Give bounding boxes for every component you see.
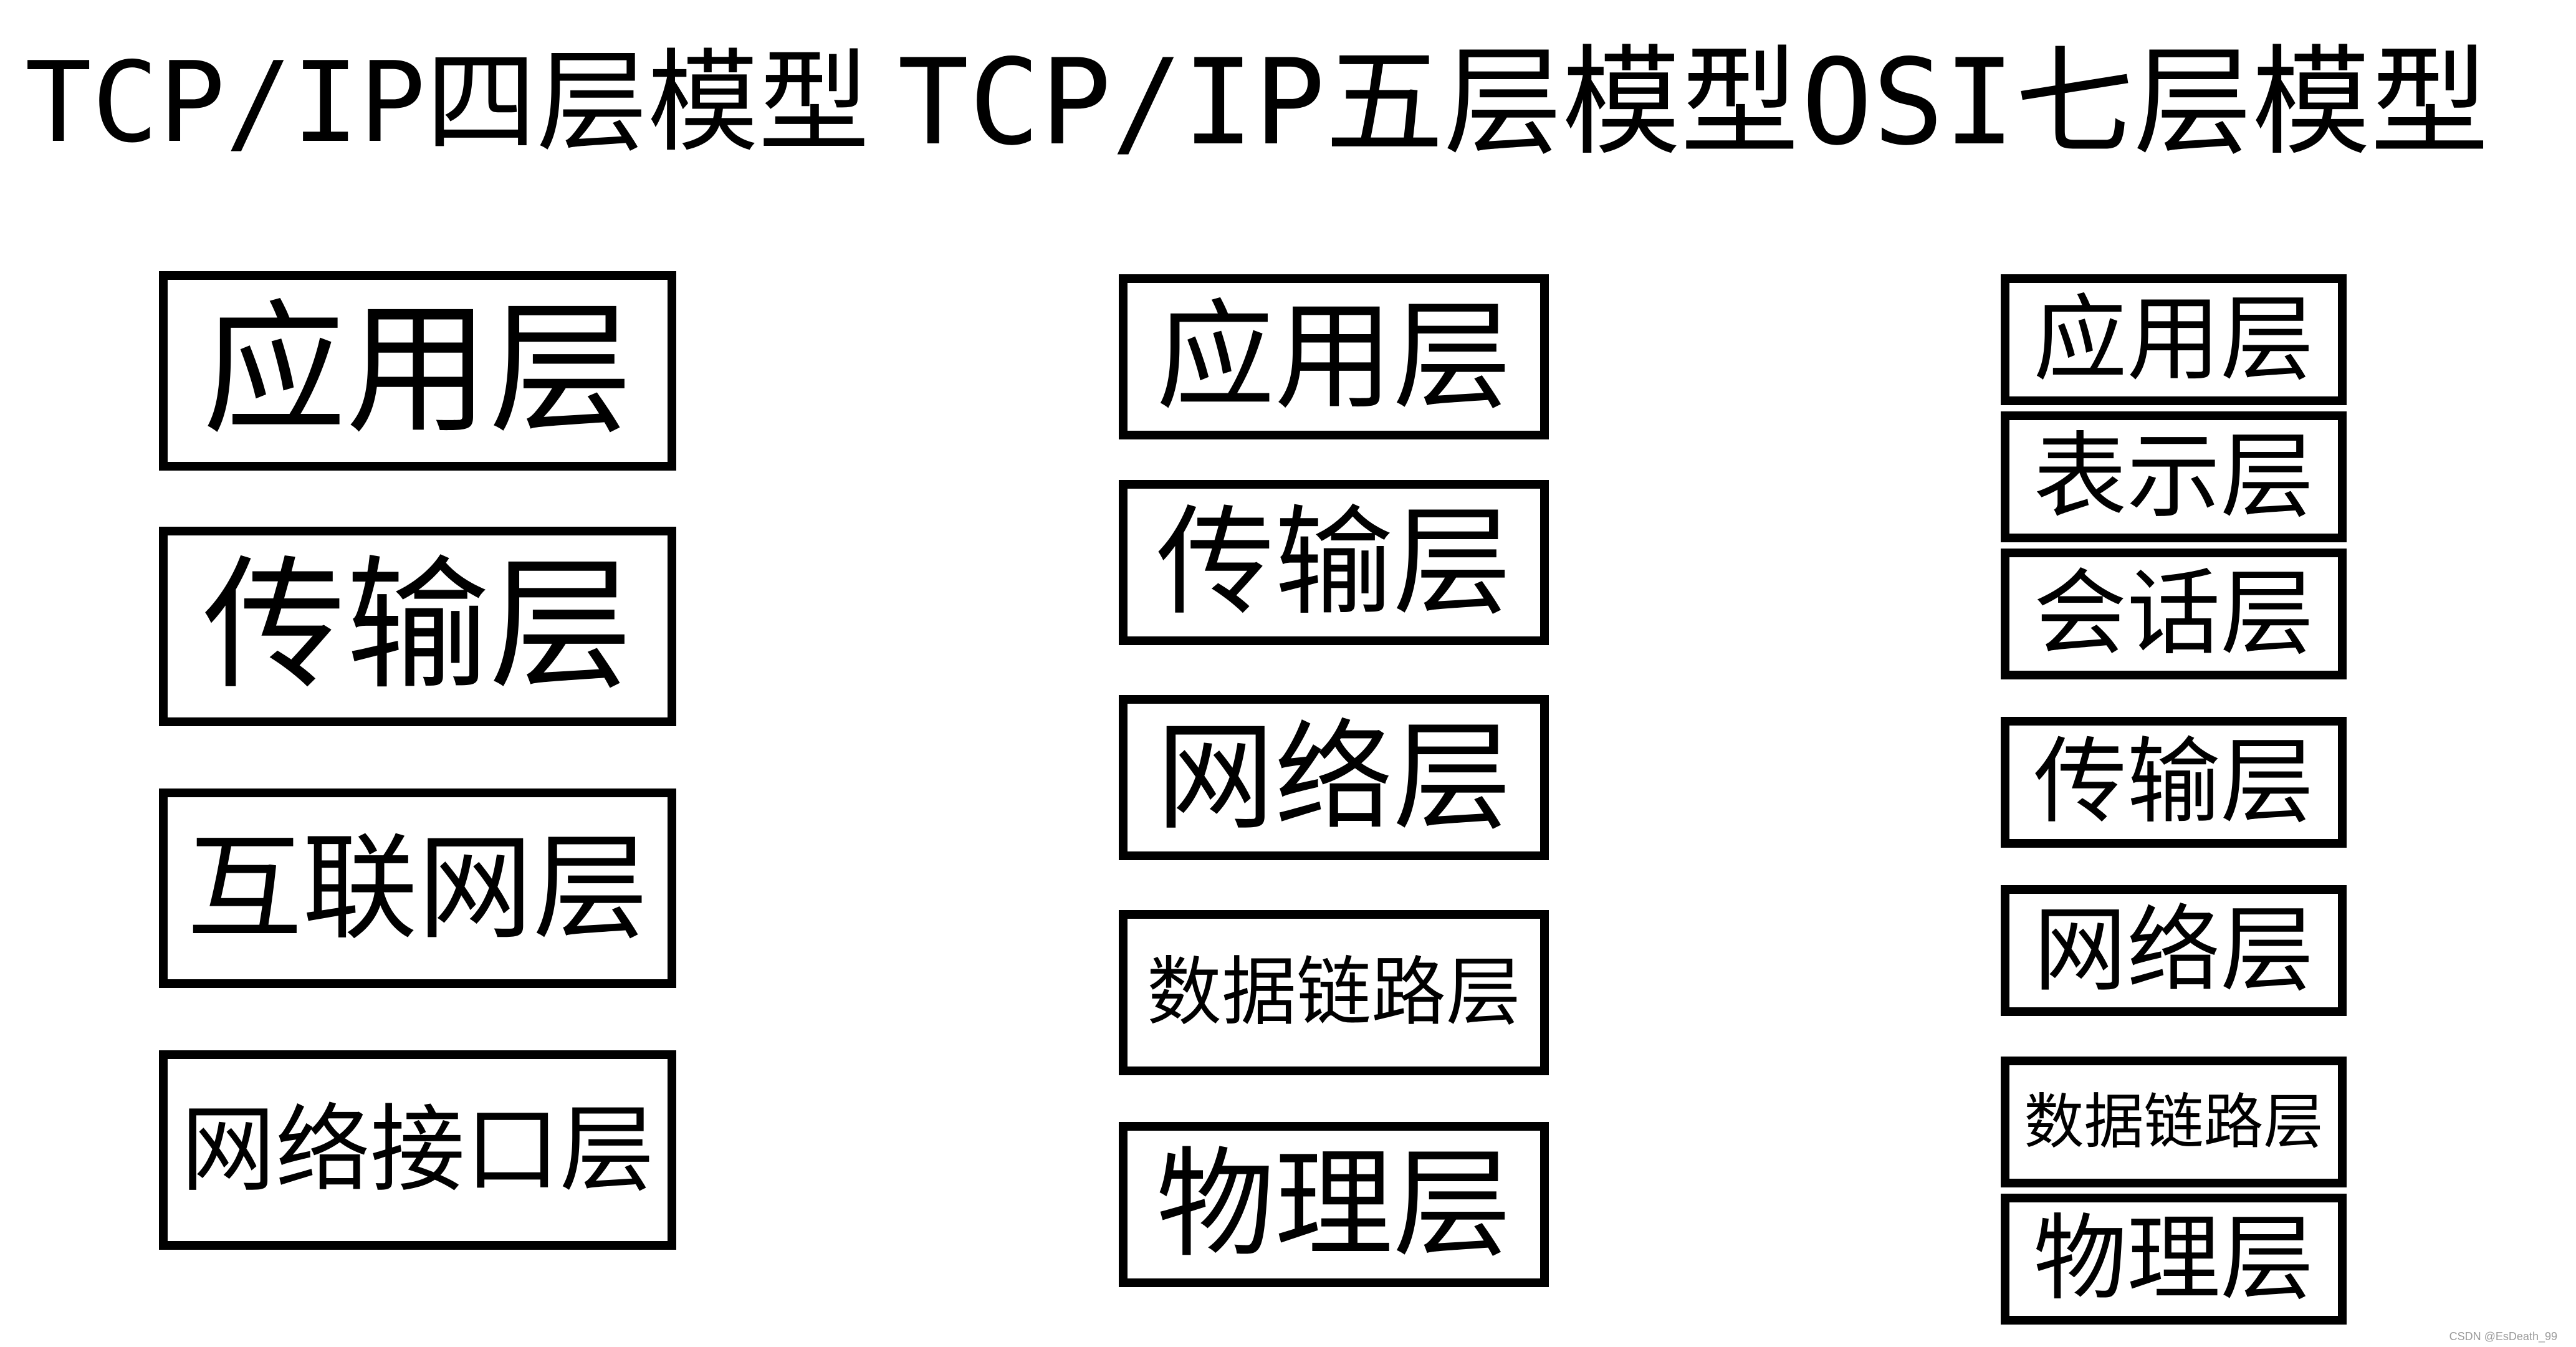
osi7-layer-physical: 物理层 xyxy=(2001,1194,2347,1325)
osi7-layer-session: 会话层 xyxy=(2001,549,2347,679)
osi7-layer-application: 应用层 xyxy=(2001,274,2347,405)
layer-label: 网络层 xyxy=(1156,708,1511,846)
osi7-layer-network: 网络层 xyxy=(2001,885,2347,1016)
osi7-layer-presentation: 表示层 xyxy=(2001,411,2347,542)
layer-label: 会话层 xyxy=(2033,560,2314,668)
title-tcpip-five-layer-model: TCP/IP五层模型 xyxy=(898,34,1799,171)
watermark-credit: CSDN @EsDeath_99 xyxy=(2449,1330,2557,1343)
osi7-layer-transport: 传输层 xyxy=(2001,717,2347,848)
tcpip4-layer-application: 应用层 xyxy=(159,271,676,471)
layer-label: 传输层 xyxy=(2033,728,2314,836)
osi7-layer-data-link: 数据链路层 xyxy=(2001,1057,2347,1187)
layer-label: 表示层 xyxy=(2033,423,2314,531)
tcpip4-layer-transport: 传输层 xyxy=(159,527,676,726)
tcpip5-layer-data-link: 数据链路层 xyxy=(1119,910,1549,1075)
tcpip4-layer-network-interface: 网络接口层 xyxy=(159,1050,676,1250)
tcpip5-layer-network: 网络层 xyxy=(1119,695,1549,860)
tcpip4-layer-internet: 互联网层 xyxy=(159,789,676,988)
tcpip5-layer-application: 应用层 xyxy=(1119,274,1549,439)
layer-label: 数据链路层 xyxy=(1147,949,1521,1036)
tcpip5-layer-transport: 传输层 xyxy=(1119,480,1549,645)
layer-label: 网络接口层 xyxy=(181,1095,654,1205)
layer-label: 应用层 xyxy=(2033,285,2314,394)
layer-label: 物理层 xyxy=(2033,1205,2314,1313)
tcpip5-layer-physical: 物理层 xyxy=(1119,1122,1549,1287)
layer-label: 传输层 xyxy=(202,543,633,709)
layer-label: 物理层 xyxy=(1156,1135,1511,1273)
title-tcpip-four-layer-model: TCP/IP四层模型 xyxy=(25,38,869,167)
layer-label: 应用层 xyxy=(202,287,633,454)
layer-label: 互联网层 xyxy=(187,820,648,956)
layer-label: 应用层 xyxy=(1156,287,1511,426)
title-osi-seven-layer-model: OSI七层模型 xyxy=(1801,34,2489,171)
layer-label: 数据链路层 xyxy=(2024,1087,2324,1157)
layer-label: 网络层 xyxy=(2033,896,2314,1005)
layer-label: 传输层 xyxy=(1156,493,1511,631)
